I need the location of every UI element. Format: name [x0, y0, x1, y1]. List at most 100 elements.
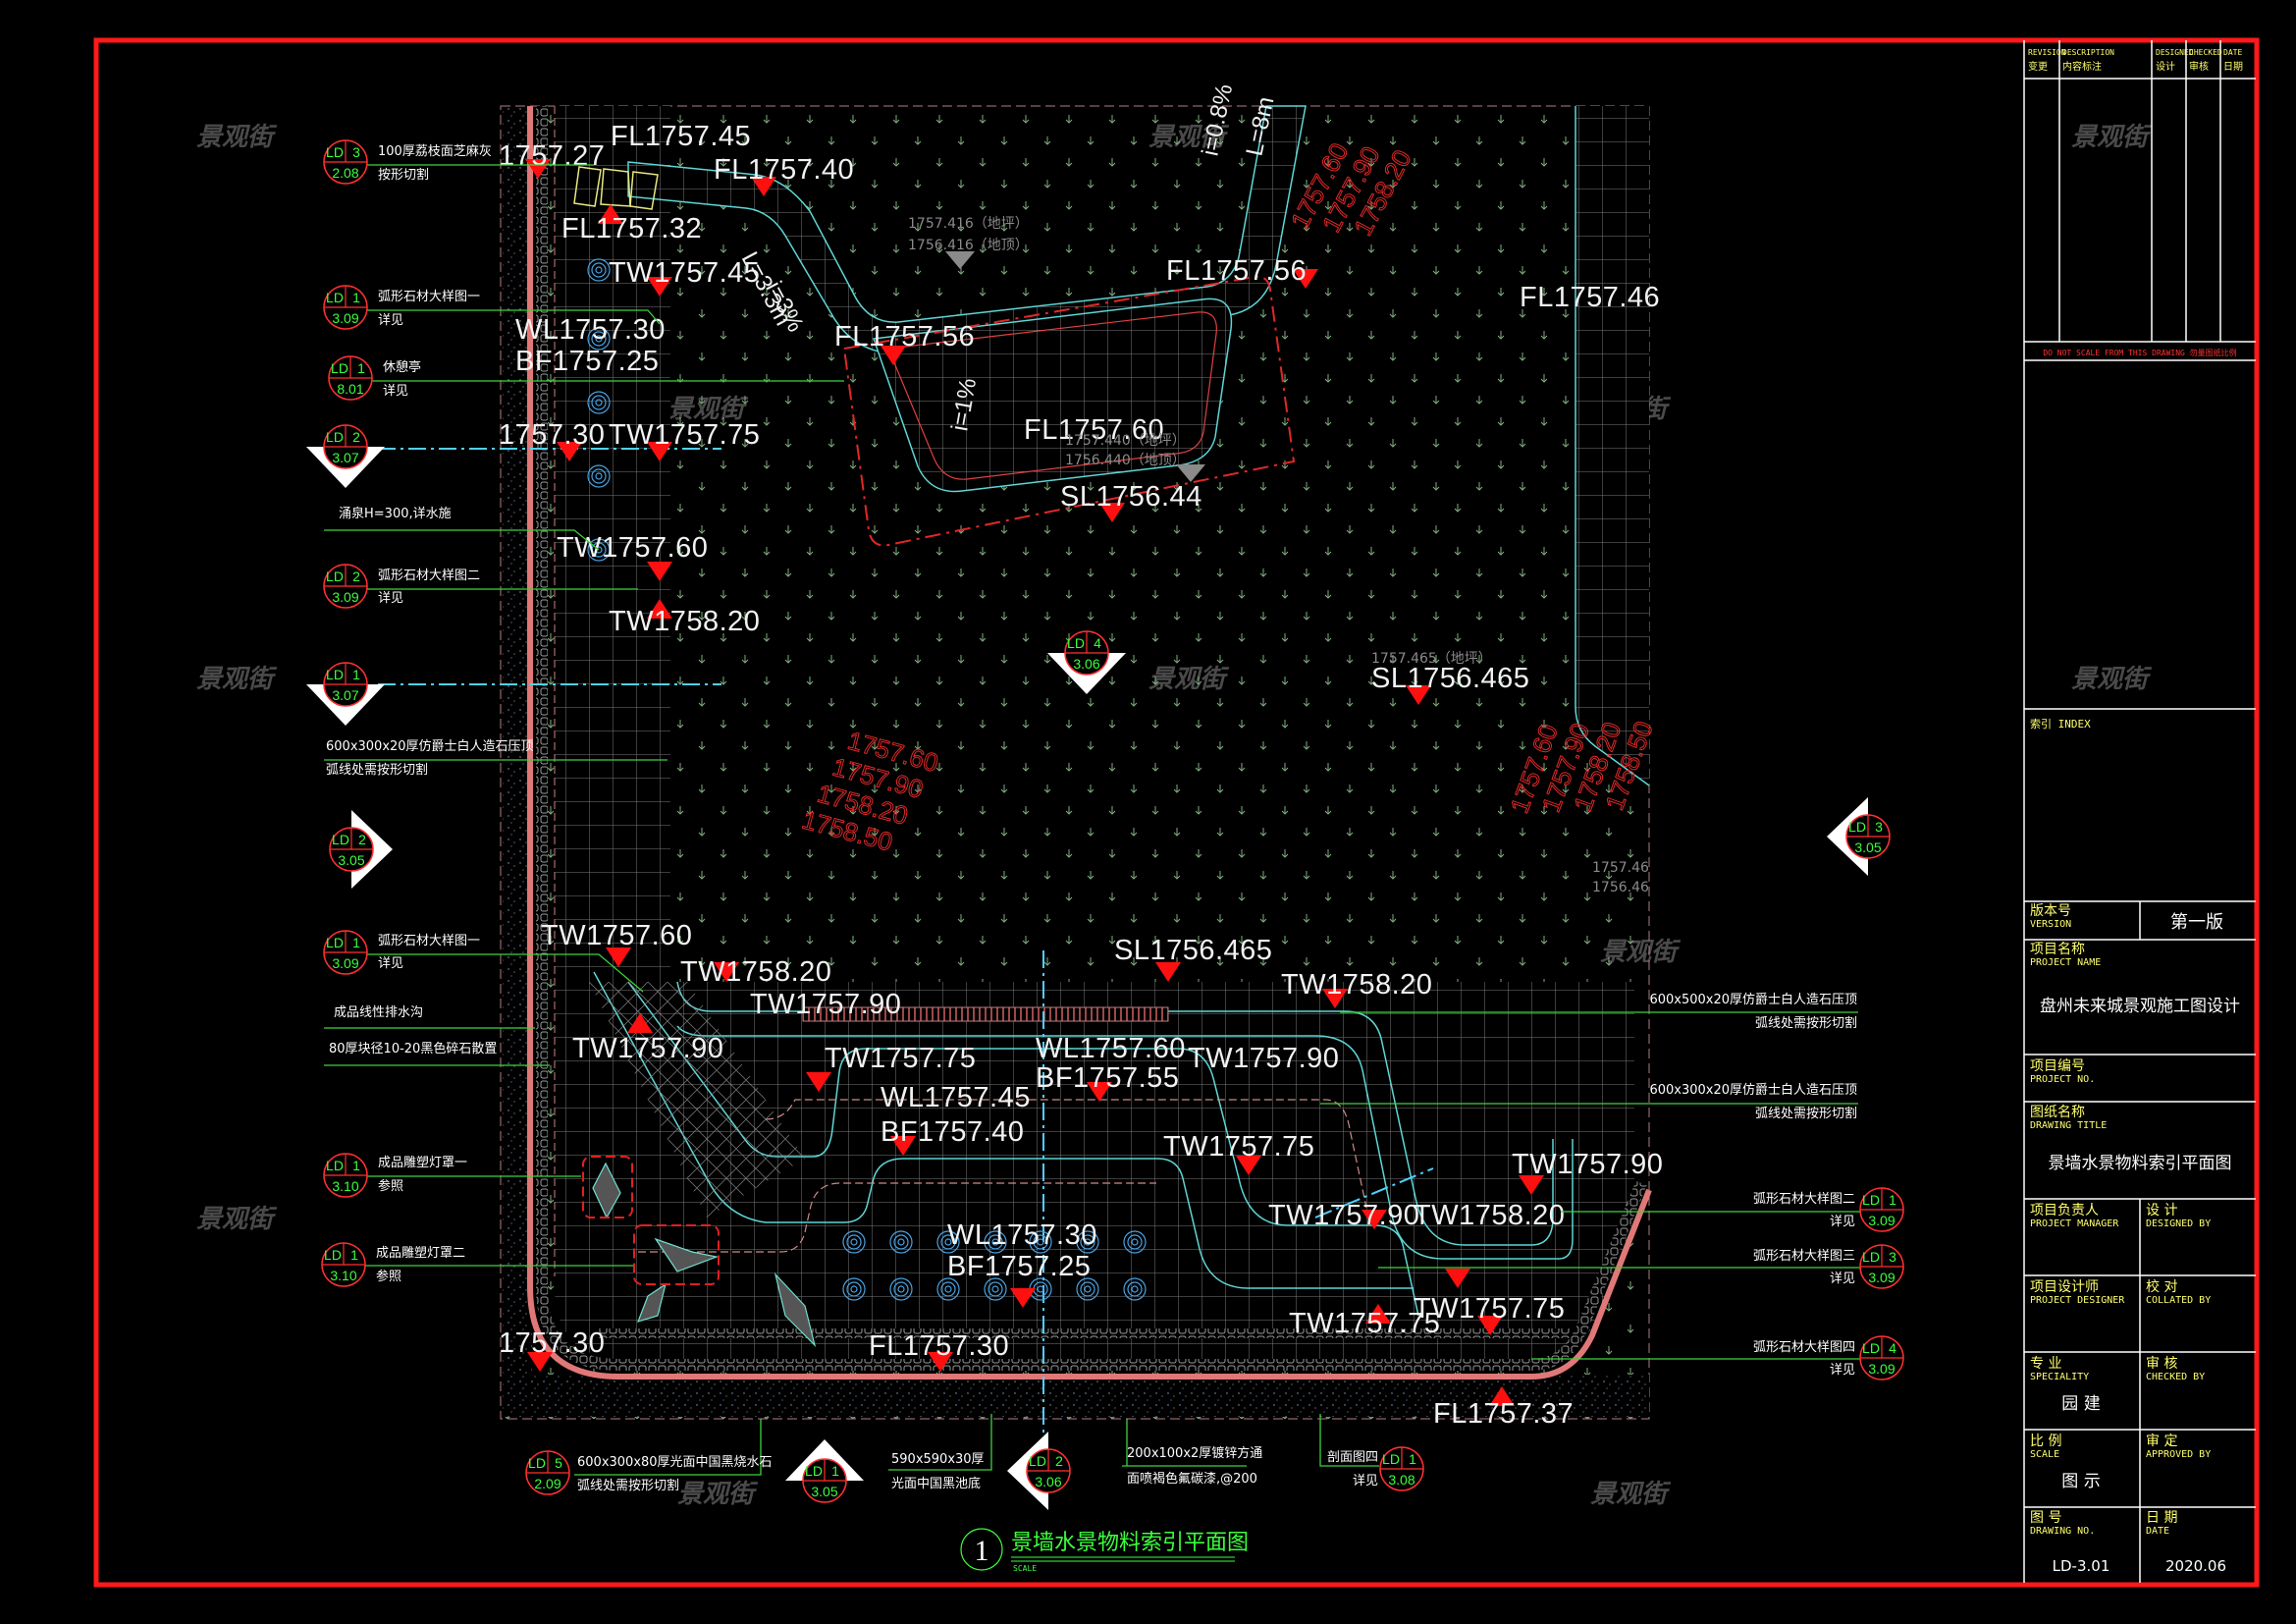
title-block-text: REVISION变更DESCRIPTION内容标注DESIGNED设计CHECK…	[2028, 48, 2243, 1575]
fountain-ring	[1080, 1234, 1095, 1250]
callout-note: 详见	[383, 384, 408, 399]
elevation-label: TW1757.90	[1268, 1200, 1419, 1231]
elevation-marker-down	[890, 1136, 916, 1156]
drain-grate	[802, 1006, 1169, 1022]
fountain-jet-icon	[889, 1277, 913, 1301]
version-label-cn: 版本号	[2030, 903, 2071, 919]
callout-sheet-ref: LD	[805, 1463, 823, 1479]
elevation-label: TW1757.45	[609, 257, 760, 289]
cobble-band	[536, 106, 1647, 1371]
upper-pool-boundary	[842, 275, 1296, 547]
fountain-ring	[893, 1281, 909, 1297]
right-strip-edge	[1575, 106, 1650, 786]
elevation-marker-down	[1155, 962, 1181, 982]
elevation-marker-down	[751, 177, 776, 196]
elevation-label: 1757.27	[499, 140, 605, 172]
elevation-marker-up	[647, 599, 672, 619]
leader-line	[367, 953, 644, 993]
grade-marker	[1176, 464, 1205, 482]
fountain-jet-icon	[587, 538, 611, 562]
elevation-marker-down	[714, 962, 739, 982]
collated_by-label-cn: 校 对	[2146, 1278, 2177, 1295]
grade-note: 1757.465（地坪）	[1371, 651, 1492, 667]
callout-note: 弧线处需按形切割	[326, 762, 428, 778]
fountain-ring	[1033, 1234, 1048, 1250]
callout-divider	[1860, 1188, 1903, 1211]
fountain-ring	[1084, 1238, 1092, 1246]
approved_by-label-cn: 审 定	[2146, 1434, 2177, 1449]
fountain-ring	[1084, 1285, 1092, 1293]
grade-note: 1756.46	[1592, 880, 1649, 895]
callout-note: 详见	[378, 313, 403, 328]
callout-note: 弧线处需按形切割	[577, 1478, 679, 1493]
callout-sheet-number: 3.08	[1388, 1472, 1415, 1488]
revision-header-en: REVISION	[2028, 48, 2066, 57]
project_designer-label-cn: 项目设计师	[2030, 1279, 2099, 1295]
revision-header-cn: 设计	[2156, 60, 2175, 73]
fountain-ring	[1080, 1281, 1095, 1297]
elevation-label: TW1757.60	[541, 920, 692, 951]
drawing-frame	[93, 37, 2260, 1588]
callout-sheet-number: 3.10	[332, 1178, 358, 1194]
callout-detail-number: 3	[1889, 1249, 1896, 1265]
elevation-label: TW1757.75	[1414, 1293, 1565, 1325]
elevation-marker-down	[647, 562, 672, 581]
callout-note: 按形切割	[378, 167, 429, 183]
elevation-marker-down	[1087, 1082, 1112, 1102]
fountain-ring	[988, 1234, 1003, 1250]
elevation-label: TW1757.60	[557, 532, 708, 564]
drawing_title-value: 景墙水景物料索引平面图	[2049, 1154, 2232, 1173]
caption-scale-label: SCALE	[1013, 1564, 1037, 1573]
fountain-ring	[897, 1285, 905, 1293]
callout-sheet-ref: LD	[326, 144, 344, 160]
elevation-label: WL1757.30	[515, 314, 666, 346]
callout-sheet-number: 3.10	[330, 1268, 356, 1283]
do-not-scale-note: DO NOT SCALE FROM THIS DRAWING 勿量图纸比例	[2043, 348, 2236, 357]
fountain-jet-icon	[1076, 1230, 1099, 1254]
callout-sheet-number: 3.07	[332, 450, 358, 465]
callout-note: 弧形石材大样图二	[1753, 1192, 1855, 1207]
fountain-ring	[846, 1234, 862, 1250]
elevation-label: SL1756.465	[1114, 935, 1272, 966]
sculpture-lamps	[592, 1162, 817, 1347]
callout-divider	[324, 663, 367, 685]
title-block	[2023, 40, 2256, 1583]
elevation-label: FL1757.32	[561, 213, 702, 244]
elevation-marker-down	[527, 1352, 553, 1372]
fountain-ring	[1037, 1238, 1044, 1246]
drawing_title-label-cn: 图纸名称	[2030, 1105, 2085, 1120]
upper-pool-inner	[887, 311, 1217, 480]
leader-line	[574, 1419, 762, 1476]
callout-sheet-number: 3.06	[1073, 656, 1099, 672]
callout-sheet-number: 2.09	[534, 1476, 561, 1491]
callout-detail-number: 2	[352, 568, 360, 584]
callout-detail-number: 1	[352, 667, 360, 682]
callout-sheet-number: 8.01	[337, 381, 363, 397]
fountain-ring	[897, 1238, 905, 1246]
fountain-jet-icon	[842, 1230, 866, 1254]
fountain-ring	[1123, 1277, 1147, 1301]
callout-detail-number: 4	[1094, 635, 1101, 651]
callout-note: 面喷褐色氟碳漆,@200	[1127, 1471, 1257, 1487]
grade-note: 1757.46	[1592, 860, 1649, 876]
callout-note: 100厚荔枝面芝麻灰	[378, 143, 492, 159]
collated_by-label-en: COLLATED BY	[2146, 1295, 2211, 1306]
elevation-marker-up	[1365, 1304, 1391, 1324]
walkway-paving	[555, 106, 670, 990]
callout-note: 详见	[378, 591, 403, 606]
callout-divider	[330, 828, 373, 850]
callout-detail-number: 1	[352, 935, 360, 950]
elevation-marker-up	[627, 1013, 653, 1033]
callout-sheet-ref: LD	[1382, 1451, 1400, 1467]
fountain-ring	[850, 1285, 858, 1293]
callout-sheet-ref: LD	[1862, 1249, 1880, 1265]
lamp-boundaries	[582, 1156, 720, 1285]
grade-marker	[945, 251, 975, 269]
callout-sheet-number: 3.07	[332, 687, 358, 703]
right-building-strip	[1575, 106, 1649, 785]
